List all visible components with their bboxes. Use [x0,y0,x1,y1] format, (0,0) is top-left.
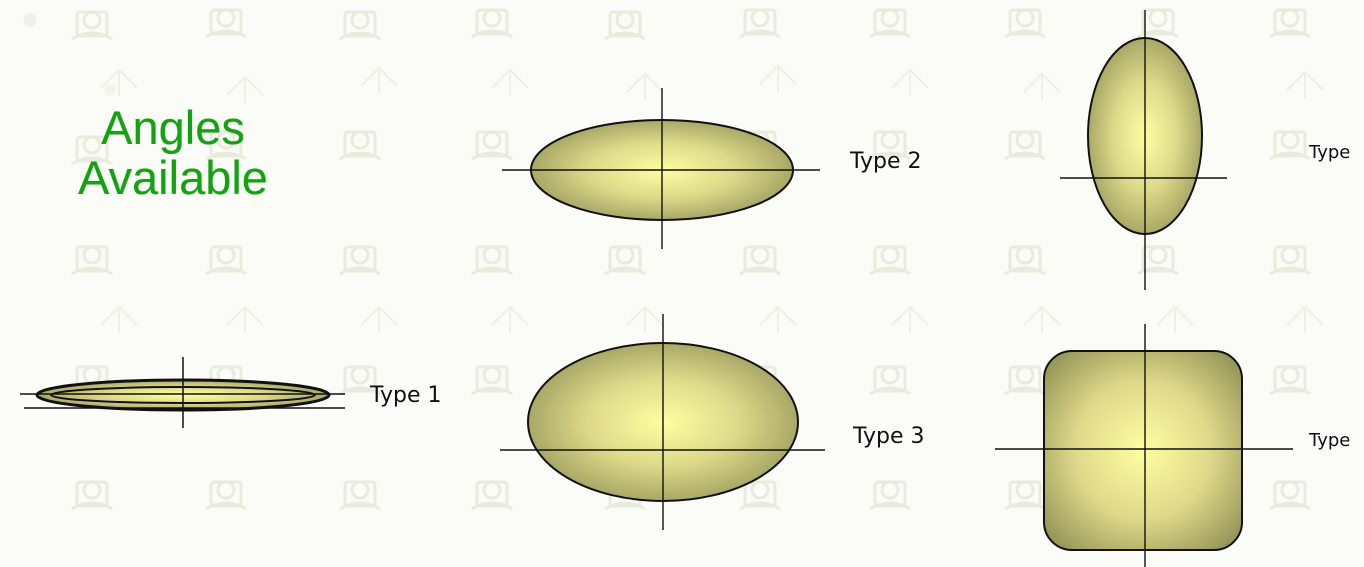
type-2-shape [502,88,820,249]
type-5-shape [995,324,1293,567]
type-5-label: Type [1308,430,1350,451]
type-4-label: Type [1308,142,1350,163]
type-1-label: Type 1 [369,383,442,408]
type-3-label: Type 3 [852,424,925,449]
type-2-label: Type 2 [849,149,922,174]
type-1-shape [20,357,345,428]
type-3-shape [500,314,825,530]
angles-available-title: Angles Available [38,103,308,203]
type-4-shape [1060,10,1227,290]
angles-title-line: Angles [101,101,245,154]
available-title-line: Available [78,151,268,204]
